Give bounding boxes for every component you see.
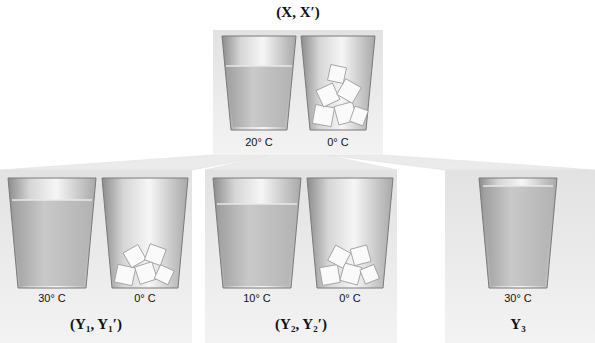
temperature-label: 20° C [245,136,273,149]
temperature-label: 10° C [243,292,271,305]
state-label: (Y₁, Y₁′) [70,316,122,333]
temperature-label: 0° C [327,136,349,149]
state-label: (X, X′) [276,4,319,21]
state-label: (Y₂, Y₂′) [275,316,327,333]
scenario-panel: 10° C 0° C (Y₂, Y₂′) [205,170,397,343]
temperature-label: 0° C [134,292,156,305]
scenario-panel: 30° C Y₃ [445,170,595,343]
temperature-label: 30° C [38,292,66,305]
cup-illustration [213,30,383,155]
scenario-panel: 30° C 0° C (Y₁, Y₁′) [0,170,192,343]
temperature-label: 30° C [504,292,532,305]
scenario-panel: (X, X′)20° C0° C [213,30,383,155]
fan-connector [326,155,595,170]
state-label: Y₃ [510,316,525,333]
temperature-label: 0° C [339,292,361,305]
